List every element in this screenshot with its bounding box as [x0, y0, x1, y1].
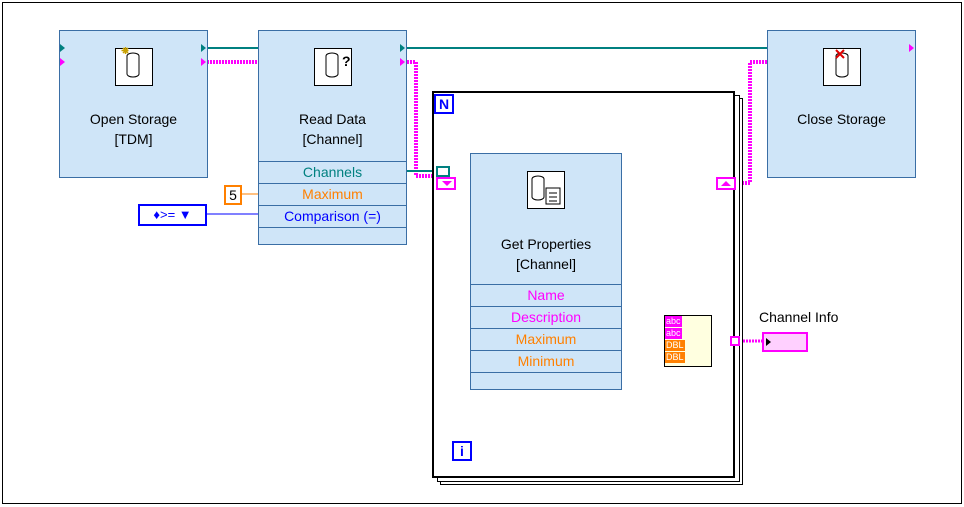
open-storage-refnum-out[interactable] — [201, 44, 206, 52]
read-data-error-out[interactable] — [400, 58, 405, 66]
open-storage-icon — [114, 48, 153, 86]
bundle-input-minimum: DBL — [665, 352, 685, 363]
get-properties-title-2: [Channel] — [516, 256, 576, 272]
get-properties-title-1: Get Properties — [500, 236, 592, 252]
read-data-title-1: Read Data — [299, 111, 366, 127]
get-properties-icon — [527, 171, 565, 209]
error-wire-2 — [407, 60, 438, 178]
get-properties-prop-minimum[interactable]: Minimum — [471, 350, 621, 372]
read-data-prop-channels[interactable]: Channels — [259, 161, 406, 183]
open-storage-node[interactable]: Open Storage [TDM] — [59, 30, 208, 178]
get-properties-prop-maximum[interactable]: Maximum — [471, 328, 621, 350]
read-data-prop-empty — [259, 227, 406, 249]
read-data-prop-comparison[interactable]: Comparison (=) — [259, 205, 406, 227]
read-data-title-2: [Channel] — [302, 131, 363, 147]
bundle-input-description: abc — [665, 328, 682, 339]
get-properties-prop-empty — [471, 372, 621, 391]
open-storage-refnum-in[interactable] — [60, 44, 65, 52]
indicator-arrow-icon — [766, 338, 771, 346]
bundle-input-name: abc — [665, 316, 682, 327]
bundle-input-maximum: DBL — [665, 340, 685, 351]
open-storage-title-2: [TDM] — [114, 131, 153, 147]
open-storage-title-1: Open Storage — [89, 111, 178, 127]
maximum-constant[interactable]: 5 — [224, 185, 242, 205]
channels-autoindex-tunnel[interactable] — [436, 166, 450, 177]
channel-info-indicator[interactable] — [762, 332, 808, 352]
get-properties-node[interactable]: Get Properties [Channel] Name Descriptio… — [470, 153, 622, 390]
close-storage-icon — [822, 48, 861, 86]
shift-register-up-icon — [721, 181, 731, 186]
close-storage-node[interactable]: Close Storage — [767, 30, 916, 178]
read-data-node[interactable]: Read Data [Channel] Channels Maximum Com… — [258, 30, 407, 245]
close-storage-title: Close Storage — [797, 111, 886, 127]
open-storage-error-in[interactable] — [60, 58, 65, 66]
shift-register-down-icon — [442, 181, 452, 186]
indicator-label: Channel Info — [759, 309, 839, 325]
output-tunnel[interactable] — [730, 336, 740, 346]
loop-iteration-terminal[interactable]: i — [452, 441, 472, 461]
get-properties-prop-name[interactable]: Name — [471, 284, 621, 306]
open-storage-error-out[interactable] — [201, 58, 206, 66]
error-wire-5 — [736, 60, 767, 185]
loop-count-terminal[interactable]: N — [434, 94, 454, 114]
comparison-enum-constant[interactable]: ♦>= ▼ — [138, 204, 207, 226]
close-storage-error-out[interactable] — [909, 44, 914, 52]
read-data-prop-maximum[interactable]: Maximum — [259, 183, 406, 205]
read-data-icon — [313, 48, 352, 86]
read-data-refnum-out[interactable] — [400, 44, 405, 52]
get-properties-prop-description[interactable]: Description — [471, 306, 621, 328]
